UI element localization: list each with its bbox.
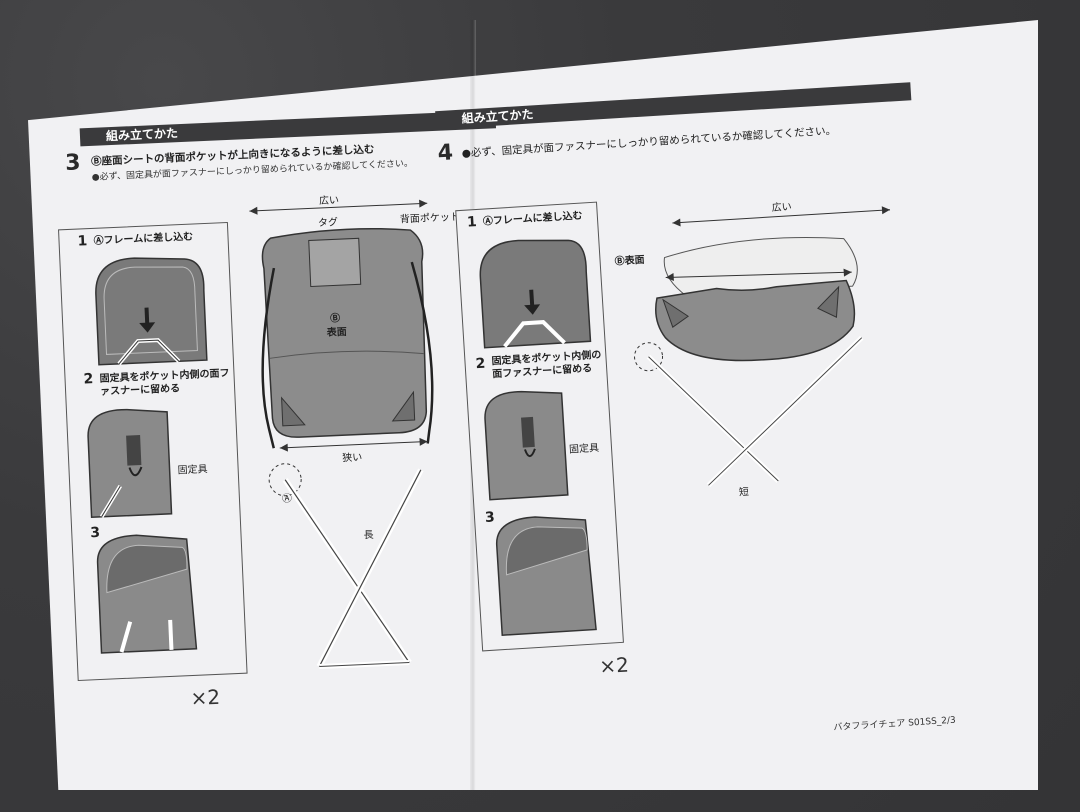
assembled-chair-illustration — [634, 237, 864, 488]
left-panel: 組み立てかた 3 Ⓑ座面シートの背面ポケットが上向きになるように差し込む ●必ず… — [40, 0, 505, 811]
wide-arrow — [672, 206, 891, 227]
label-narrow: 狭い — [342, 452, 363, 465]
finished-illustration — [96, 534, 198, 654]
label-surface: 表面 — [326, 326, 348, 339]
multiplier: ×2 — [598, 652, 630, 679]
step-note: ●必ず、固定具が面ファスナーにしっかり留められているか確認してください。 — [461, 124, 837, 160]
frame-insert-illustration — [479, 239, 592, 349]
substep-1-number: 1 — [466, 213, 478, 231]
multiplier: ×2 — [190, 684, 221, 711]
substeps-box: 1 Ⓐフレームに差し込む 2 固定具をポケット内側の面ファスナーに留める 固定具… — [58, 222, 248, 682]
frame-illustration — [268, 463, 424, 669]
wide-arrow — [249, 199, 428, 215]
section-title-bar: 組み立てかた — [435, 82, 912, 130]
substeps-box: 1 Ⓐフレームに差し込む 2 固定具をポケット内側の面ファスナーに留める 固定具… — [455, 201, 624, 652]
footer-model: バタフライチェア S01SS_2/3 — [833, 715, 957, 734]
section-title: 組み立てかた — [461, 107, 534, 126]
label-long: 長 — [363, 529, 374, 542]
substep-2-text: 固定具をポケット内側の面ファスナーに留める — [99, 368, 230, 398]
step-number: 4 — [436, 140, 454, 167]
frame-insert-illustration — [95, 257, 208, 366]
right-panel: 組み立てかた 4 ●必ず、固定具が面ファスナーにしっかり留められているか確認して… — [428, 0, 1037, 812]
fastener-label: 固定具 — [568, 442, 600, 456]
section-title-bar: 組み立てかた — [79, 110, 497, 147]
step-number: 3 — [64, 150, 82, 177]
fastener-label: 固定具 — [177, 464, 208, 477]
label-a-marker: Ⓐ — [281, 493, 293, 505]
narrow-arrow — [279, 437, 428, 452]
substep-1-text: Ⓐフレームに差し込む — [93, 231, 194, 247]
section-title: 組み立てかた — [105, 126, 179, 144]
finished-illustration — [496, 516, 597, 636]
substep-2-number: 2 — [475, 355, 486, 373]
fastener-illustration — [87, 408, 173, 519]
substep-2-number: 2 — [83, 371, 94, 388]
substep-1-text: Ⓐフレームに差し込む — [482, 210, 583, 228]
substep-1-number: 1 — [77, 233, 88, 250]
fastener-illustration — [484, 390, 569, 501]
substep-2-text: 固定具をポケット内側の面ファスナーに留める — [491, 349, 602, 381]
label-short: 短 — [738, 486, 750, 499]
seat-sheet-illustration — [261, 227, 434, 449]
